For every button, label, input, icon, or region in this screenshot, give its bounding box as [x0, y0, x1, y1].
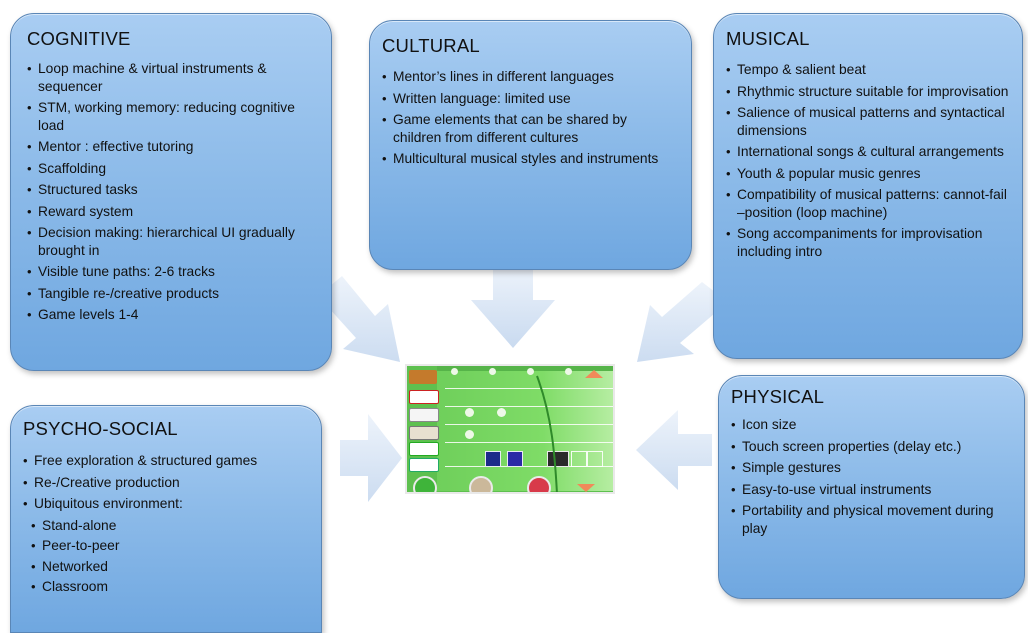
- track-line: [445, 388, 613, 389]
- list-item: Tempo & salient beat: [726, 61, 1010, 79]
- psychosocial-title: PSYCHO-SOCIAL: [23, 418, 178, 439]
- instrument-track-icon: [409, 458, 439, 472]
- list-item: Ubiquitous environment:: [23, 495, 309, 513]
- metronome-icon: [469, 476, 493, 492]
- physical-box: PHYSICAL Icon size Touch screen properti…: [718, 375, 1025, 599]
- music-game-screenshot: [405, 364, 615, 494]
- mentor-character-icon: [409, 370, 437, 384]
- playhead-curve: [536, 375, 558, 492]
- list-item: Mentor : effective tutoring: [27, 138, 315, 156]
- record-star-icon: [527, 476, 551, 492]
- list-item: Mentor’s lines in different languages: [382, 68, 679, 86]
- list-item: Salience of musical patterns and syntact…: [726, 104, 1010, 139]
- pattern-block: [547, 451, 569, 467]
- note-dot: [465, 430, 474, 439]
- musical-title: MUSICAL: [726, 28, 810, 49]
- list-item: Written language: limited use: [382, 90, 679, 108]
- cognitive-box: COGNITIVE Loop machine & virtual instrum…: [10, 13, 332, 371]
- list-item: Scaffolding: [27, 160, 315, 178]
- list-item: Song accompaniments for improvisation in…: [726, 225, 1010, 260]
- list-item: Free exploration & structured games: [23, 452, 309, 470]
- instrument-drum-icon: [409, 390, 439, 404]
- pattern-block: [507, 451, 523, 467]
- instrument-track-icon: [409, 442, 439, 456]
- marker-triangle-icon: [577, 484, 595, 492]
- note-dot: [465, 408, 474, 417]
- musical-list: Tempo & salient beat Rhythmic structure …: [726, 61, 1010, 260]
- arrow-cognitive-to-center: [318, 276, 400, 362]
- instrument-keyboard-icon: [409, 408, 439, 422]
- pattern-slot: [571, 451, 587, 467]
- sub-list-item: Networked: [31, 558, 309, 576]
- arrow-musical-to-center: [637, 282, 728, 362]
- list-item: Re-/Creative production: [23, 474, 309, 492]
- sub-list-item: Classroom: [31, 578, 309, 596]
- beat-dot: [489, 368, 496, 375]
- list-item: Structured tasks: [27, 181, 315, 199]
- beat-dot: [565, 368, 572, 375]
- list-item: Portability and physical movement during…: [731, 502, 1012, 537]
- track-line: [445, 442, 613, 443]
- cultural-box: CULTURAL Mentor’s lines in different lan…: [369, 20, 692, 270]
- track-line: [445, 466, 613, 467]
- list-item: Easy-to-use virtual instruments: [731, 481, 1012, 499]
- instrument-percussion-icon: [409, 426, 439, 440]
- beat-dot: [527, 368, 534, 375]
- list-item: Icon size: [731, 416, 1012, 434]
- list-item: STM, working memory: reducing cognitive …: [27, 99, 315, 134]
- arrow-cultural-to-center: [471, 268, 555, 348]
- list-item: Visible tune paths: 2-6 tracks: [27, 263, 315, 281]
- arrow-psychosocial-to-center: [340, 414, 402, 502]
- note-dot: [497, 408, 506, 417]
- marker-triangle-icon: [585, 370, 603, 378]
- cognitive-list: Loop machine & virtual instruments & seq…: [27, 60, 315, 324]
- physical-title: PHYSICAL: [731, 386, 825, 407]
- list-item: Youth & popular music genres: [726, 165, 1010, 183]
- sub-list-item: Stand-alone: [31, 517, 309, 535]
- list-item: Game elements that can be shared by chil…: [382, 111, 679, 146]
- psychosocial-list: Free exploration & structured games Re-/…: [23, 452, 309, 596]
- arrow-physical-to-center: [636, 410, 712, 490]
- track-line: [445, 424, 613, 425]
- track-line: [445, 406, 613, 407]
- list-item: Rhythmic structure suitable for improvis…: [726, 83, 1010, 101]
- list-item: Game levels 1-4: [27, 306, 315, 324]
- pattern-block: [485, 451, 501, 467]
- list-item: Loop machine & virtual instruments & seq…: [27, 60, 315, 95]
- pattern-slot: [587, 451, 603, 467]
- physical-list: Icon size Touch screen properties (delay…: [731, 416, 1012, 537]
- musical-box: MUSICAL Tempo & salient beat Rhythmic st…: [713, 13, 1023, 359]
- sub-list-item: Peer-to-peer: [31, 537, 309, 555]
- list-item: Tangible re-/creative products: [27, 285, 315, 303]
- list-item: Reward system: [27, 203, 315, 221]
- list-item: Simple gestures: [731, 459, 1012, 477]
- cognitive-title: COGNITIVE: [27, 28, 131, 49]
- play-button-icon: [413, 476, 437, 492]
- psychosocial-box: PSYCHO-SOCIAL Free exploration & structu…: [10, 405, 322, 633]
- cultural-list: Mentor’s lines in different languages Wr…: [382, 68, 679, 168]
- list-item: Multicultural musical styles and instrum…: [382, 150, 679, 168]
- list-item: International songs & cultural arrangeme…: [726, 143, 1010, 161]
- list-item: Compatibility of musical patterns: canno…: [726, 186, 1010, 221]
- list-item: Decision making: hierarchical UI gradual…: [27, 224, 315, 259]
- list-item: Touch screen properties (delay etc.): [731, 438, 1012, 456]
- cultural-title: CULTURAL: [382, 35, 480, 56]
- beat-dot: [451, 368, 458, 375]
